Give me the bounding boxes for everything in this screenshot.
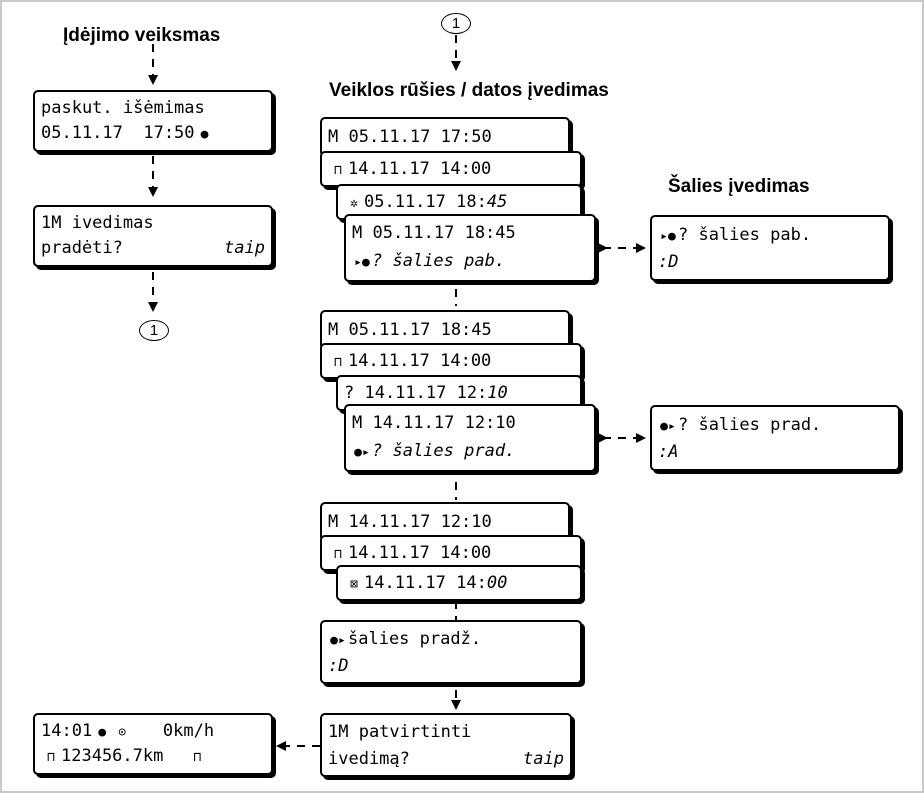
bed-icon: ⊓ xyxy=(334,547,342,562)
block1-row2-screen: ⊓ 14.11.17 14:00 xyxy=(320,151,582,187)
withdrawal-label: paskut. išėmimas xyxy=(41,98,205,118)
rest-box-icon: ⊠ xyxy=(350,577,358,592)
bed-icon: ⊓ xyxy=(334,163,342,178)
activity-entry-heading: Veiklos rūšies / datos įvedimas xyxy=(329,80,609,101)
confirm-screen: 1M patvirtinti ivedimą? taip xyxy=(320,713,572,777)
country-start-icon: ●▸ xyxy=(660,419,676,434)
block2-row2-screen: ⊓ 14.11.17 14:00 xyxy=(320,343,582,379)
block2-row4-text: M 14.11.17 12:10 xyxy=(352,413,516,433)
connector-1-left: 1 xyxy=(139,320,169,341)
country-start-entry-screen: ●▸? šalies prad. :A xyxy=(650,405,900,471)
country-end-icon: ▸● xyxy=(354,255,370,270)
country-end-icon: ▸● xyxy=(660,229,676,244)
standard-time: 14:01 xyxy=(41,721,93,741)
block3-row3-edit: 00 xyxy=(486,573,508,593)
block2-row3-edit: 10 xyxy=(487,383,508,403)
connector-1-top: 1 xyxy=(441,13,471,34)
bed-icon: ⊓ xyxy=(193,750,202,765)
standard-speed: 0km/h xyxy=(132,721,215,741)
country-start-screen: ●▸šalies pradž. :D xyxy=(320,620,582,684)
country-start-entry-value: :A xyxy=(658,442,679,462)
manual-entry-answer: taip xyxy=(224,238,265,258)
confirm-question: ivedimą? xyxy=(328,749,410,769)
bed-icon: ⊓ xyxy=(334,355,342,370)
block2-row5-text: ? šalies prad. xyxy=(372,441,516,461)
block2-row3-text: ? 14.11.17 12: xyxy=(344,383,488,403)
block1-row1-text: M 05.11.17 17:50 xyxy=(328,127,492,147)
withdrawal-datetime: 05.11.17 17:50 xyxy=(41,123,195,143)
manual-entry-label: 1M ivedimas xyxy=(41,213,154,233)
block2-row2-text: 14.11.17 14:00 xyxy=(348,351,492,371)
country-end-value: :D xyxy=(658,252,679,272)
block3-row2-text: 14.11.17 14:00 xyxy=(348,543,492,563)
confirm-answer: taip xyxy=(523,749,564,769)
work-icon: ✲ xyxy=(350,196,358,211)
country-start-icon: ●▸ xyxy=(330,633,346,648)
block1-row4-text: M 05.11.17 18:45 xyxy=(352,223,516,243)
bed-icon: ⊓ xyxy=(47,750,55,765)
truck-icon: ⊙ xyxy=(118,725,127,740)
block1-row3-edit: 45 xyxy=(486,192,508,212)
card-icon: ● xyxy=(200,127,209,142)
block1-row3-text: 05.11.17 18: xyxy=(364,192,487,212)
insertion-heading: Įdėjimo veiksmas xyxy=(63,25,221,46)
block3-row3-screen: ⊠ 14.11.17 14:00 xyxy=(336,565,582,601)
block3-row1-text: M 14.11.17 12:10 xyxy=(328,512,492,532)
block2-row1-text: M 05.11.17 18:45 xyxy=(328,320,492,340)
manual-entry-question: pradėti? xyxy=(41,238,123,258)
block2-entry-screen: M 14.11.17 12:10 ●▸? šalies prad. xyxy=(344,404,596,472)
card-icon: ● xyxy=(98,725,107,740)
country-end-label: ? šalies pab. xyxy=(678,225,812,245)
manual-entry-screen: 1M ivedimas pradėti? taip xyxy=(33,205,273,267)
standard-display-screen: 14:01 ● ⊙ 0km/h ⊓ 123456.7km ⊓ xyxy=(33,713,273,775)
country-start-icon: ●▸ xyxy=(354,445,370,460)
country-entry-heading: Šalies įvedimas xyxy=(668,176,810,197)
country-start-entry-label: ? šalies prad. xyxy=(678,415,822,435)
confirm-label: 1M patvirtinti xyxy=(328,722,472,742)
block1-row2-text: 14.11.17 14:00 xyxy=(348,159,492,179)
standard-odometer: 123456.7km xyxy=(61,746,164,766)
last-withdrawal-screen: paskut. išėmimas 05.11.17 17:50 ● xyxy=(33,90,273,152)
block3-row3-text: 14.11.17 14: xyxy=(364,573,487,593)
block1-entry-screen: M 05.11.17 18:45 ▸●? šalies pab. xyxy=(344,214,596,282)
country-end-screen: ▸●? šalies pab. :D xyxy=(650,215,890,281)
country-start-label: šalies pradž. xyxy=(348,629,482,649)
block1-row5-text: ? šalies pab. xyxy=(372,251,506,271)
country-start-value: :D xyxy=(328,656,349,676)
